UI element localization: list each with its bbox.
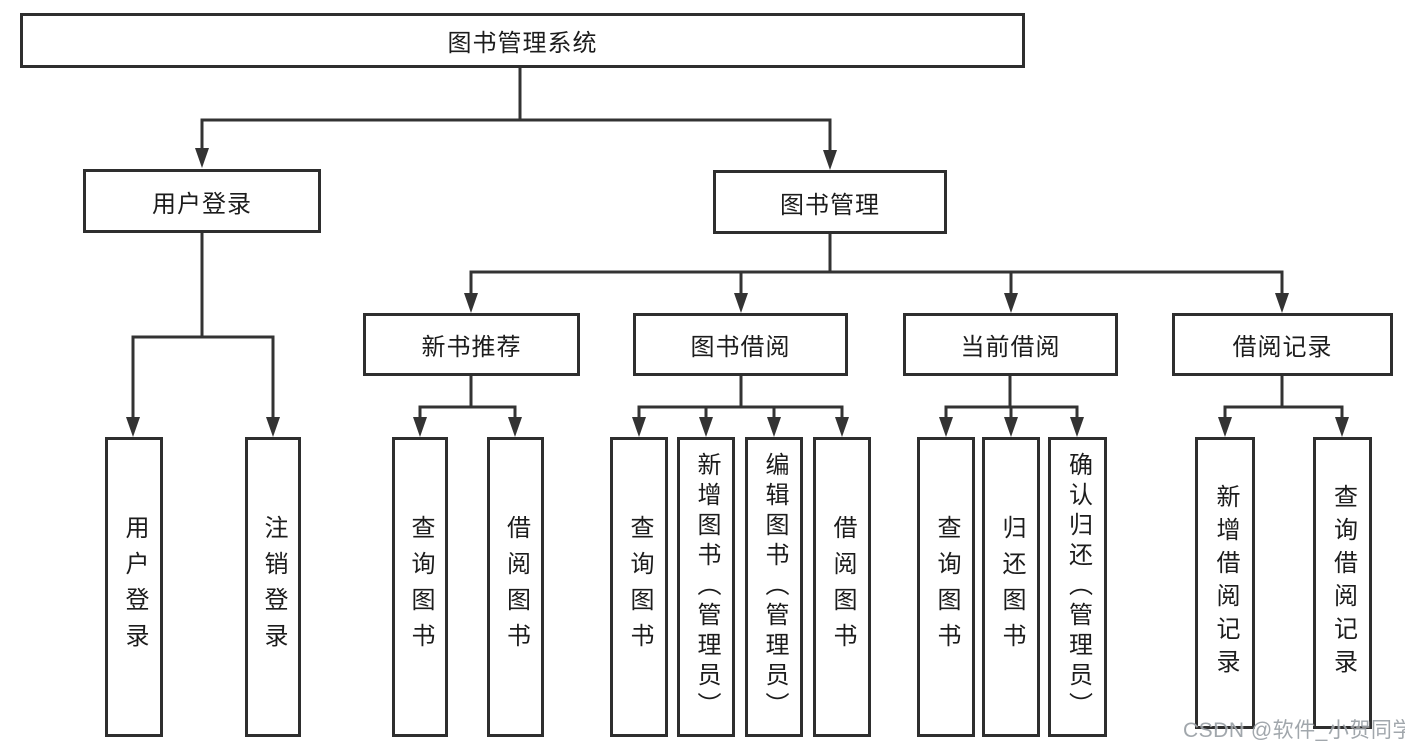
arrowhead [1004, 293, 1018, 313]
leaf-query-books-borrow: 查询图书 [610, 437, 668, 737]
arrowhead [1335, 417, 1349, 437]
arrowhead [266, 417, 280, 437]
arrowhead [1004, 417, 1018, 437]
leaf-query-books-recommend: 查询图书 [392, 437, 448, 737]
leaf-edit-book-admin: 编辑图书（管理员） [745, 437, 803, 737]
edge-new-book-branch [418, 376, 517, 419]
arrowhead [413, 417, 427, 437]
edge-lines [131, 66, 1344, 419]
edge-current-borrow-branch [944, 376, 1079, 419]
arrowhead [767, 417, 781, 437]
leaf-borrow-books: 借阅图书 [813, 437, 871, 737]
node-book-management: 图书管理 [713, 170, 947, 234]
arrowhead [1070, 417, 1084, 437]
arrowheads [126, 148, 1349, 437]
leaf-borrow-books-recommend: 借阅图书 [487, 437, 544, 737]
csdn-watermark: CSDN @软件_小贺同学 [1183, 719, 1405, 742]
leaf-query-borrow-record: 查询借阅记录 [1313, 437, 1372, 729]
leaf-confirm-return-admin: 确认归还（管理员） [1048, 437, 1107, 737]
arrowhead [464, 293, 478, 313]
arrowhead [1218, 417, 1232, 437]
node-book-borrow: 图书借阅 [633, 313, 848, 376]
arrowhead [939, 417, 953, 437]
arrowhead [126, 417, 140, 437]
arrowhead [699, 417, 713, 437]
leaf-return-books: 归还图书 [982, 437, 1040, 737]
edge-book-borrow-branch [637, 376, 844, 419]
leaf-logout: 注销登录 [245, 437, 301, 737]
arrowhead [195, 148, 209, 168]
node-new-book-recommend: 新书推荐 [363, 313, 580, 376]
node-user-login: 用户登录 [83, 169, 321, 233]
leaf-user-login: 用户登录 [105, 437, 163, 737]
node-library-system: 图书管理系统 [20, 13, 1025, 68]
arrowhead [632, 417, 646, 437]
edge-book-management-branch [469, 234, 1284, 295]
arrowhead [508, 417, 522, 437]
arrowhead [1275, 293, 1289, 313]
node-borrow-records: 借阅记录 [1172, 313, 1393, 376]
edge-root-to-level2 [200, 66, 832, 152]
leaf-query-books-current: 查询图书 [917, 437, 975, 737]
leaf-add-borrow-record: 新增借阅记录 [1195, 437, 1255, 729]
edge-borrow-records-branch [1223, 376, 1344, 419]
arrowhead [734, 293, 748, 313]
leaf-add-book-admin: 新增图书（管理员） [677, 437, 735, 737]
node-current-borrow: 当前借阅 [903, 313, 1118, 376]
arrowhead [835, 417, 849, 437]
arrowhead [823, 150, 837, 170]
edge-user-login-branch [131, 233, 275, 419]
